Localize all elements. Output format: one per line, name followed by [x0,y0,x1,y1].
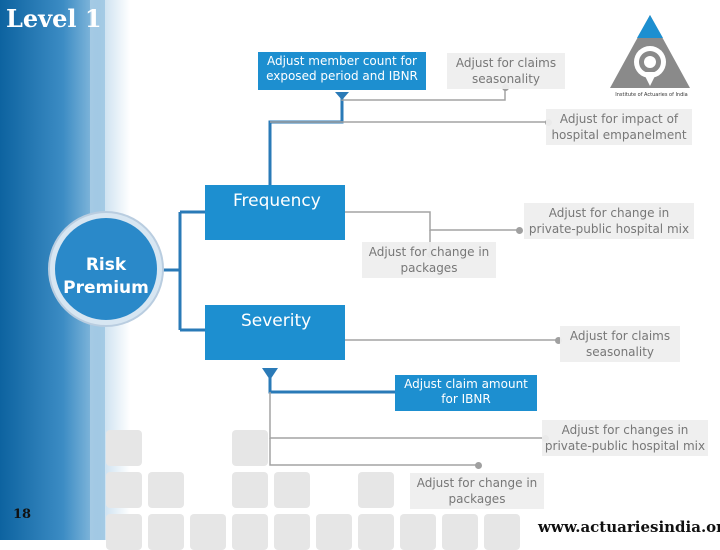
adjust-hospital-mix-sev-box: Adjust for changes in private-public hos… [542,420,708,456]
risk-premium-line2: Premium [63,278,149,298]
adjust-claim-amount-ibnr-box: Adjust claim amount for IBNR [395,375,537,411]
risk-premium-node: Risk Premium [50,213,162,325]
slide-number: 18 [13,507,32,522]
footer-url: www.actuariesindia.org [538,518,720,536]
frequency-node: Frequency [205,185,345,240]
institute-logo-icon [610,15,690,88]
connector-dot [516,227,523,234]
adjust-hospital-mix-freq-box: Adjust for change in private-public hosp… [524,203,694,239]
severity-node: Severity [205,305,345,360]
connector-dot [475,462,482,469]
adjust-member-count-box: Adjust member count for exposed period a… [258,52,426,90]
adjust-packages-sev-box: Adjust for change in packages [410,473,544,509]
adjust-hospital-empanelment-box: Adjust for impact of hospital empanelmen… [546,109,692,145]
logo-caption: Institute of Actuaries of India [615,92,688,98]
risk-premium-line1: Risk [85,255,127,275]
adjust-claims-seasonality-freq-box: Adjust for claims seasonality [447,53,565,89]
adjust-claims-seasonality-sev-box: Adjust for claims seasonality [560,326,680,362]
slide-title: Level 1 [6,4,102,33]
connector-dot [555,337,562,344]
adjust-packages-freq-box: Adjust for change in packages [362,242,496,278]
